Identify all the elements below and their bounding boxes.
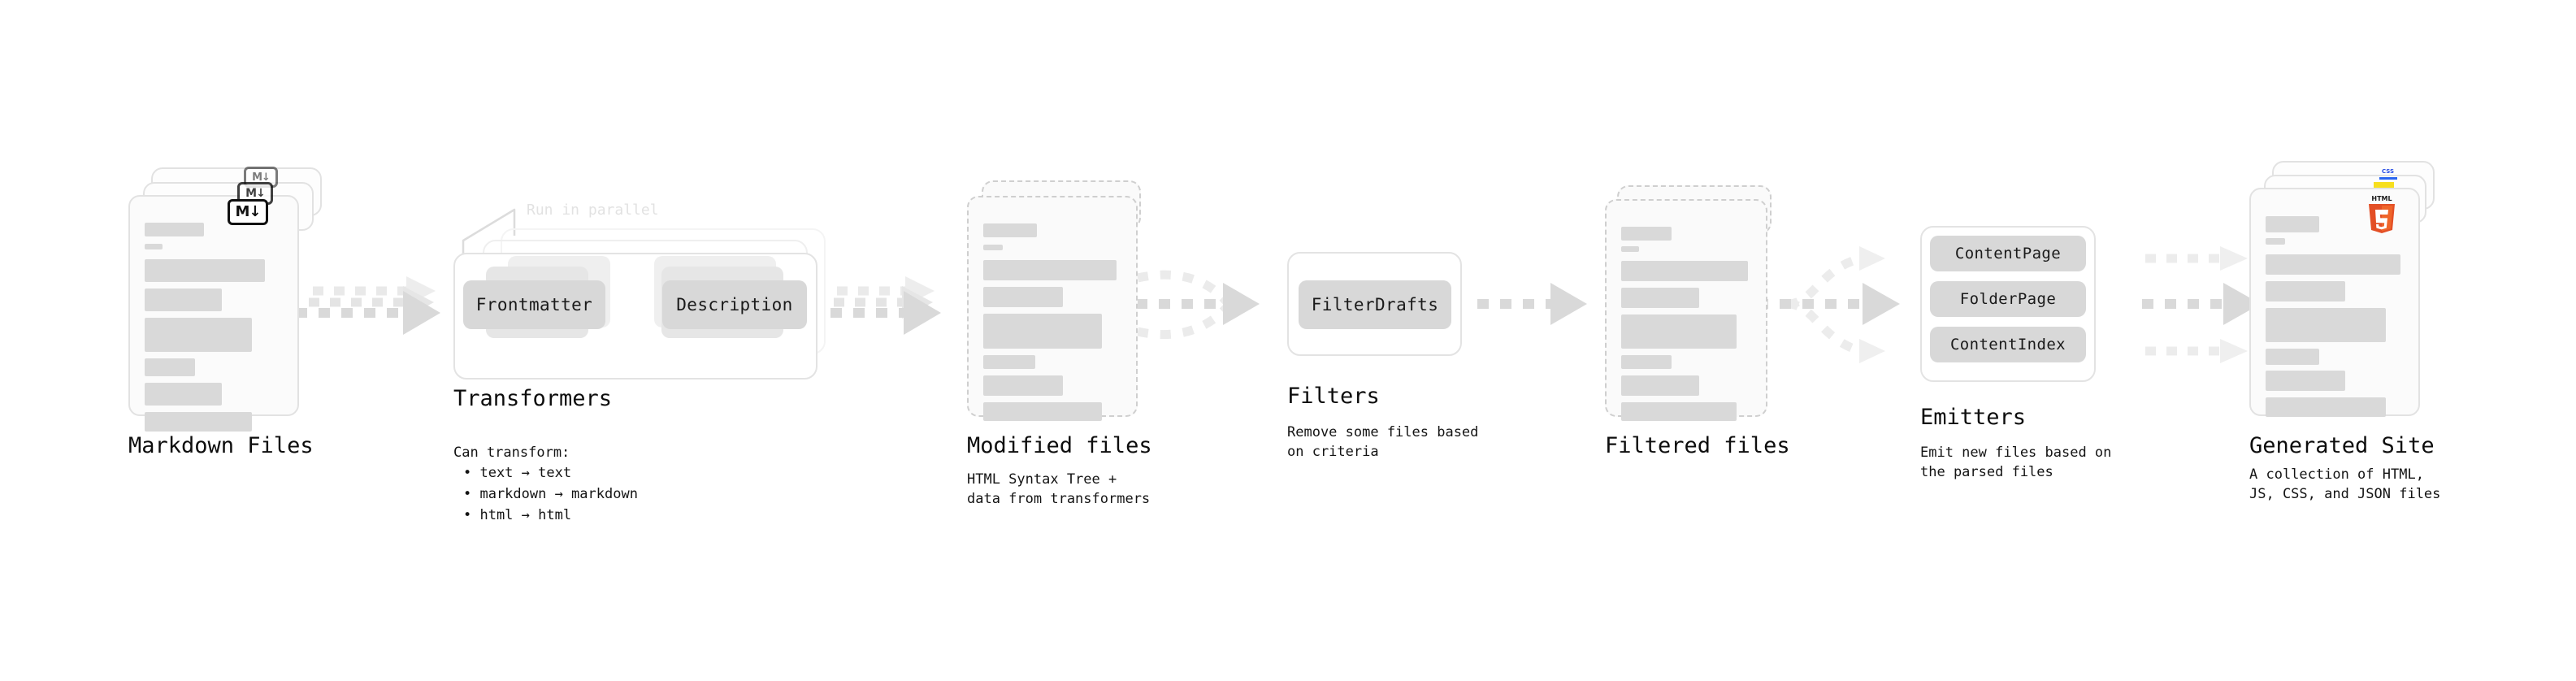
skeleton-line — [145, 259, 265, 282]
skeleton-line — [145, 383, 222, 406]
html5-icon: HTML — [2369, 195, 2395, 233]
skeleton-line — [1621, 314, 1737, 349]
emitter-pill-contentindex[interactable]: ContentIndex — [1930, 327, 2086, 362]
transformer-bullet-0: • text → text — [463, 465, 572, 481]
css-badge-underline — [2379, 177, 2397, 180]
skeleton-line — [2266, 349, 2319, 365]
skeleton-line — [145, 412, 252, 432]
skeleton-line — [145, 358, 195, 376]
run-in-parallel-label: Run in parallel — [527, 202, 659, 219]
skeleton-line — [983, 223, 1037, 237]
skeleton-line — [2266, 308, 2386, 342]
skeleton-line — [1621, 355, 1672, 369]
transformer-pill-description[interactable]: Description — [662, 280, 807, 329]
arrow-filters-to-filtered — [1477, 283, 1587, 325]
skeleton-line — [2266, 281, 2345, 301]
transformer-bullet-2: • html → html — [463, 507, 572, 523]
transformer-pill-frontmatter[interactable]: Frontmatter — [463, 280, 605, 329]
svg-text:HTML: HTML — [2371, 195, 2392, 202]
stage-title-generated-site: Generated Site — [2249, 433, 2435, 458]
stage-desc-generated-site: A collection of HTML, JS, CSS, and JSON … — [2249, 466, 2441, 502]
stage-desc-transformers: Can transform: — [453, 445, 570, 461]
skeleton-line — [2266, 397, 2386, 417]
transformer-bullet-1: • markdown → markdown — [463, 486, 638, 502]
stage-title-filtered-files: Filtered files — [1605, 433, 1790, 458]
emitter-pill-folderpage[interactable]: FolderPage — [1930, 281, 2086, 317]
skeleton-line — [145, 223, 204, 236]
filtered-card-front — [1605, 199, 1767, 421]
skeleton-line — [2266, 216, 2319, 232]
modified-card-front — [967, 196, 1138, 421]
stage-title-markdown-files: Markdown Files — [128, 433, 314, 458]
skeleton-line — [1621, 246, 1639, 252]
skeleton-line — [983, 287, 1063, 307]
markdown-badge: M↓ — [228, 199, 268, 225]
skeleton-line — [2266, 254, 2400, 275]
skeleton-line — [983, 355, 1035, 369]
stage-title-emitters: Emitters — [1920, 405, 2027, 430]
skeleton-line — [983, 314, 1102, 349]
skeleton-line — [145, 318, 252, 352]
emitter-pill-contentpage[interactable]: ContentPage — [1930, 236, 2086, 271]
skeleton-line — [145, 288, 222, 311]
skeleton-line — [983, 375, 1063, 396]
skeleton-line — [1621, 261, 1748, 281]
stage-desc-filters: Remove some files based on criteria — [1287, 424, 1479, 460]
css-badge-text: CSS — [2382, 168, 2395, 175]
skeleton-line — [1621, 227, 1672, 241]
skeleton-line — [983, 245, 1003, 250]
skeleton-line — [1621, 402, 1737, 421]
arrow-emitters-to-site — [2142, 246, 2261, 363]
skeleton-line — [2266, 371, 2345, 391]
markdown-card-front — [128, 195, 299, 432]
stage-title-transformers: Transformers — [453, 386, 613, 411]
skeleton-line — [2266, 238, 2285, 245]
stage-desc-modified-files: HTML Syntax Tree + data from transformer… — [967, 471, 1151, 507]
skeleton-line — [983, 260, 1117, 280]
stage-title-filters: Filters — [1287, 384, 1380, 409]
filter-pill-filterdrafts[interactable]: FilterDrafts — [1299, 280, 1451, 329]
skeleton-line — [1621, 288, 1699, 308]
stage-desc-emitters: Emit new files based on the parsed files — [1920, 445, 2112, 480]
arrow-modified-to-filters — [1136, 270, 1260, 339]
stage-title-modified-files: Modified files — [967, 433, 1152, 458]
skeleton-line — [145, 244, 163, 249]
skeleton-line — [983, 402, 1102, 421]
arrow-transformers-to-modified — [830, 276, 941, 335]
skeleton-line — [1621, 375, 1699, 396]
